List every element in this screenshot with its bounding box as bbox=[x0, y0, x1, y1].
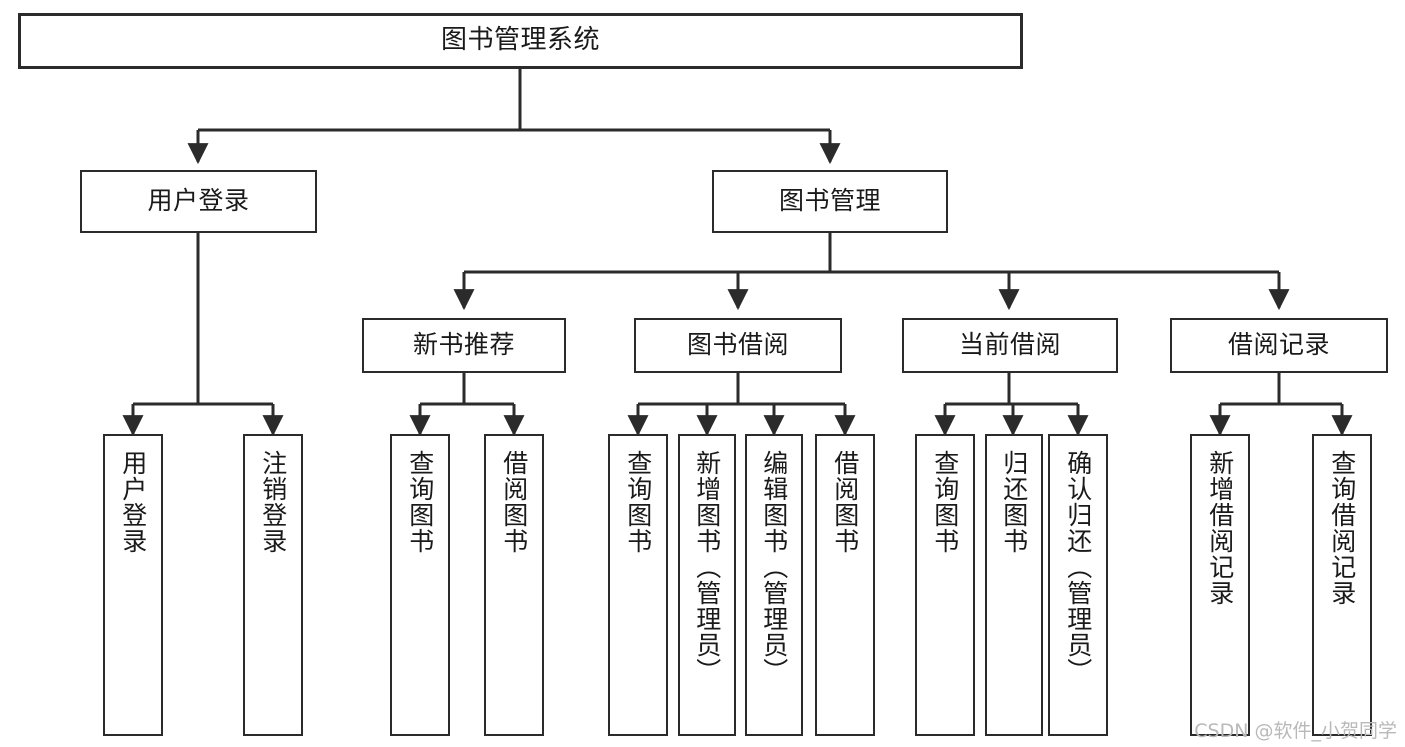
node-label: 借阅图书 bbox=[499, 450, 529, 554]
node-leaf-borrow-book-1[interactable]: 借阅图书 bbox=[484, 434, 544, 736]
node-label: 图书管理系统 bbox=[440, 25, 600, 56]
node-leaf-add-book[interactable]: 新增图书（管理员） bbox=[678, 434, 736, 736]
node-leaf-query-record[interactable]: 查询借阅记录 bbox=[1312, 434, 1372, 736]
node-label: 新增借阅记录 bbox=[1205, 450, 1235, 606]
node-leaf-borrow-book-2[interactable]: 借阅图书 bbox=[815, 434, 875, 736]
node-leaf-confirm-return[interactable]: 确认归还（管理员） bbox=[1048, 434, 1108, 736]
node-book-borrow[interactable]: 图书借阅 bbox=[634, 318, 842, 373]
node-label: 当前借阅 bbox=[958, 330, 1061, 360]
node-new-book-recommend[interactable]: 新书推荐 bbox=[362, 318, 566, 373]
node-label: 注销登录 bbox=[258, 450, 288, 554]
node-label: 借阅图书 bbox=[830, 450, 860, 554]
node-book-management[interactable]: 图书管理 bbox=[712, 170, 948, 233]
node-leaf-query-book-3[interactable]: 查询图书 bbox=[915, 434, 975, 736]
node-label: 查询图书 bbox=[930, 450, 960, 554]
node-leaf-return-book[interactable]: 归还图书 bbox=[985, 434, 1043, 736]
node-leaf-add-record[interactable]: 新增借阅记录 bbox=[1190, 434, 1250, 736]
node-label: 图书借阅 bbox=[686, 330, 789, 360]
node-label: 用户登录 bbox=[147, 186, 250, 216]
node-label: 图书管理 bbox=[778, 186, 881, 216]
node-borrow-record[interactable]: 借阅记录 bbox=[1170, 318, 1388, 373]
node-label: 新增图书（管理员） bbox=[692, 450, 722, 684]
node-root-system[interactable]: 图书管理系统 bbox=[18, 13, 1023, 69]
node-label: 新书推荐 bbox=[412, 330, 515, 360]
node-leaf-query-book-1[interactable]: 查询图书 bbox=[390, 434, 450, 736]
node-user-login[interactable]: 用户登录 bbox=[80, 170, 317, 233]
node-label: 查询图书 bbox=[623, 450, 653, 554]
node-leaf-logout-login[interactable]: 注销登录 bbox=[243, 434, 303, 736]
watermark-text: CSDN @软件_小贺同学 bbox=[1194, 720, 1397, 742]
node-label: 编辑图书（管理员） bbox=[759, 450, 789, 684]
node-label: 借阅记录 bbox=[1227, 330, 1330, 360]
node-label: 查询借阅记录 bbox=[1327, 450, 1357, 606]
node-label: 确认归还（管理员） bbox=[1063, 450, 1093, 684]
node-leaf-query-book-2[interactable]: 查询图书 bbox=[608, 434, 668, 736]
node-label: 查询图书 bbox=[405, 450, 435, 554]
node-label: 用户登录 bbox=[118, 450, 148, 554]
node-label: 归还图书 bbox=[999, 450, 1029, 554]
node-leaf-user-login[interactable]: 用户登录 bbox=[103, 434, 163, 736]
node-leaf-edit-book[interactable]: 编辑图书（管理员） bbox=[745, 434, 803, 736]
node-current-borrow[interactable]: 当前借阅 bbox=[902, 318, 1118, 373]
